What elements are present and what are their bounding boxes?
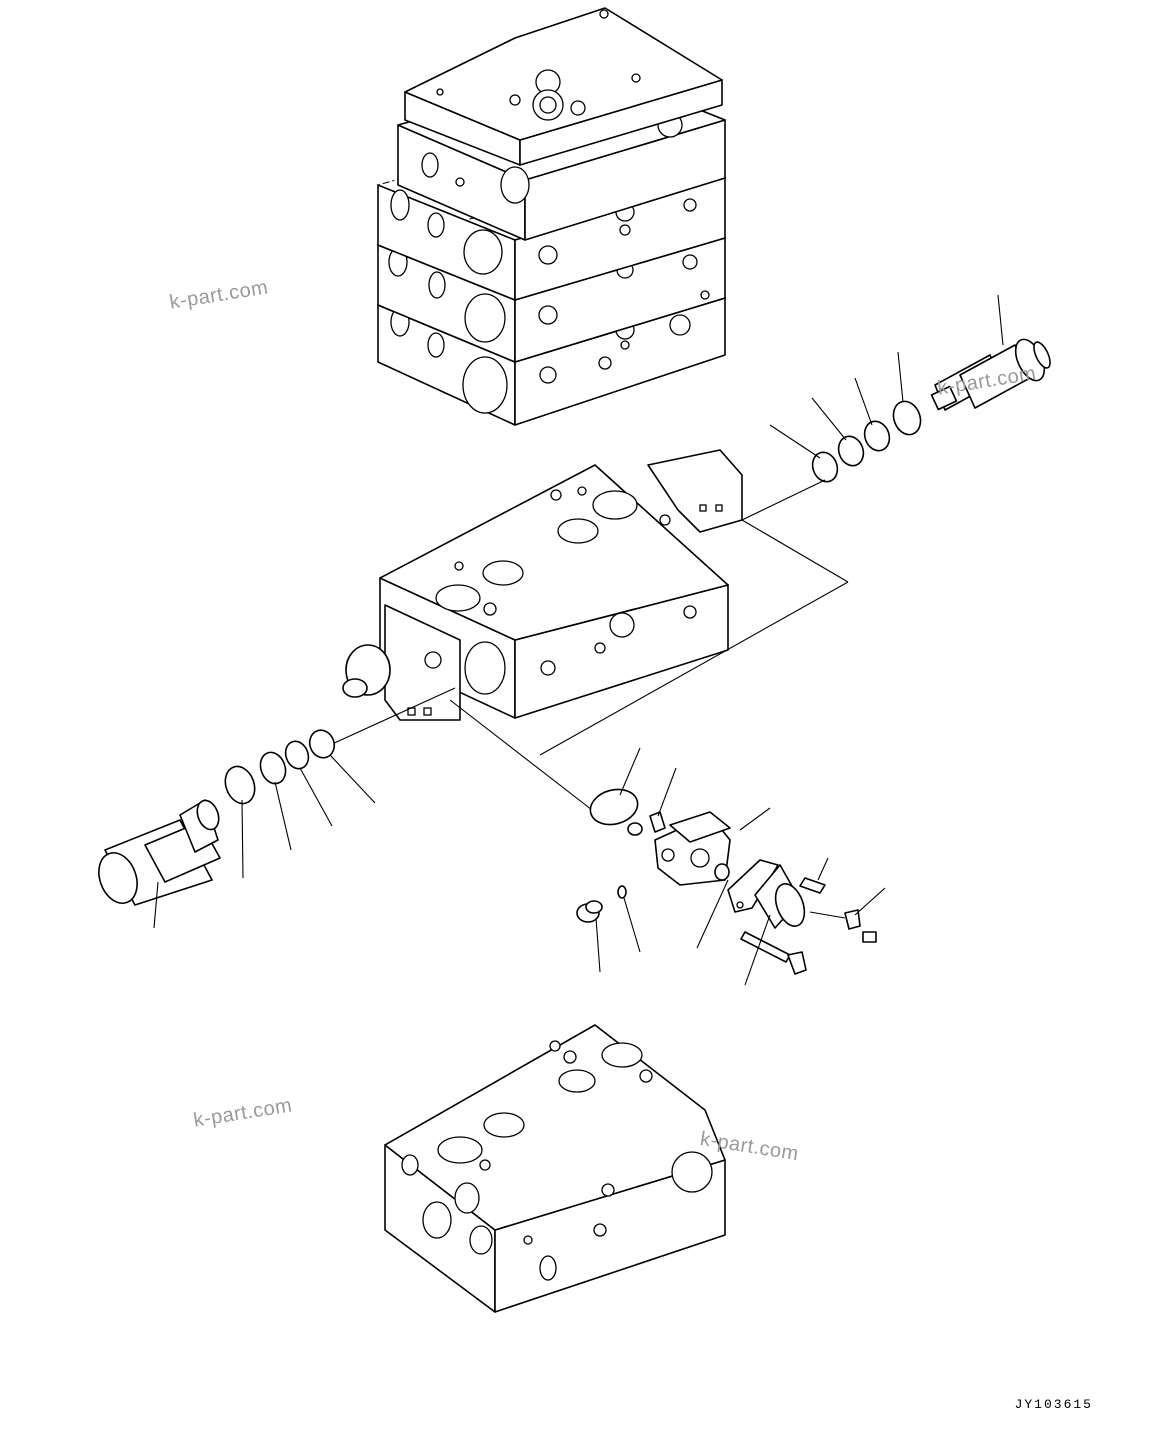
right-leader-lines [769,294,1004,459]
valve-top-cover [404,7,723,166]
drawing-code: JY103615 [1014,1397,1093,1412]
left-leader-lines [153,754,376,929]
solenoid-leader-lines [595,747,886,986]
right-relief-valve-cartridge [930,338,1051,411]
right-o-rings [811,400,922,483]
left-spool-assembly [98,799,221,906]
solenoid-valve-group [576,788,877,975]
middle-valve-section [342,449,743,721]
valve-stack-assembly [376,7,727,426]
valve-section-3 [376,184,727,363]
assembly-bracket-lines [329,479,849,821]
left-o-rings [224,729,336,805]
bottom-valve-section [384,1024,726,1313]
